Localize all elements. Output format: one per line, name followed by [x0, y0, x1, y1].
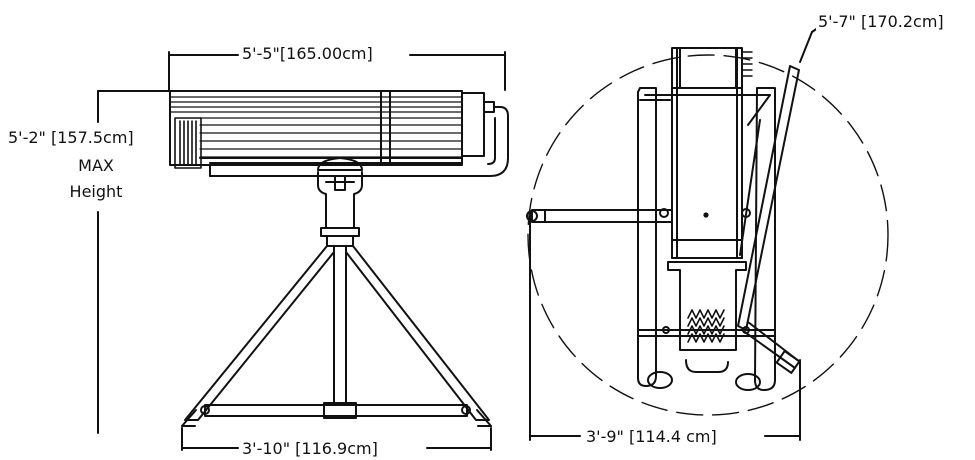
top-view-legs [526, 65, 801, 374]
length-dimension-line [168, 51, 506, 91]
tripod-base [181, 235, 492, 427]
side-view [97, 51, 509, 451]
top-view-barrel [667, 47, 753, 351]
base-width-dimension-label: 3'-10" [116.9cm] [240, 439, 380, 459]
yoke-and-column [317, 157, 363, 237]
diameter-dimension-label: 5'-7" [170.2cm] [816, 12, 946, 32]
length-dimension-label: 5'-5"[165.00cm] [240, 44, 375, 64]
top-width-dimension-line [529, 211, 801, 441]
lamp-house [174, 117, 202, 169]
max-height-caption-height: Height [58, 182, 134, 202]
max-height-caption-max: MAX [64, 156, 128, 176]
base-dimension-line [181, 427, 492, 451]
top-view [526, 24, 889, 441]
top-width-dimension-label: 3'-9" [114.4 cm] [584, 427, 719, 447]
max-height-dimension-label: 5'-2" [157.5cm] [6, 128, 136, 148]
spotlight-barrel [169, 90, 509, 177]
swing-radius-circle [527, 54, 889, 416]
height-dimension-line [97, 90, 176, 434]
